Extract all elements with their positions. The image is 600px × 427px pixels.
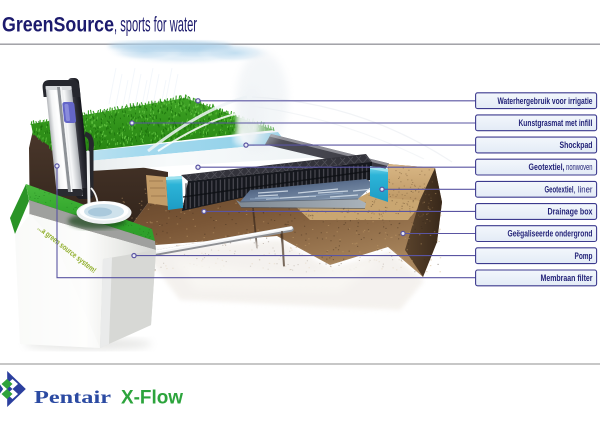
svg-text:X-Flow: X-Flow xyxy=(121,388,183,409)
svg-text:Pentair: Pentair xyxy=(34,387,111,407)
svg-text:Waterhergebruik voor irrigatie: Waterhergebruik voor irrigatie xyxy=(498,96,593,106)
svg-text:Membraan filter: Membraan filter xyxy=(541,273,593,283)
svg-text:Drainage box: Drainage box xyxy=(548,207,593,217)
svg-text:Geotextiel, nonwoven: Geotextiel, nonwoven xyxy=(529,162,593,172)
svg-text:Shockpad: Shockpad xyxy=(560,140,593,150)
svg-text:GreenSource, sports for water: GreenSource, sports for water xyxy=(2,14,197,37)
svg-text:Kunstgrasmat met infill: Kunstgrasmat met infill xyxy=(519,118,593,128)
svg-text:Geotextiel, liner: Geotextiel, liner xyxy=(545,184,593,194)
svg-text:Geëgaliseerde ondergrond: Geëgaliseerde ondergrond xyxy=(508,229,593,239)
svg-text:Pomp: Pomp xyxy=(575,251,593,261)
